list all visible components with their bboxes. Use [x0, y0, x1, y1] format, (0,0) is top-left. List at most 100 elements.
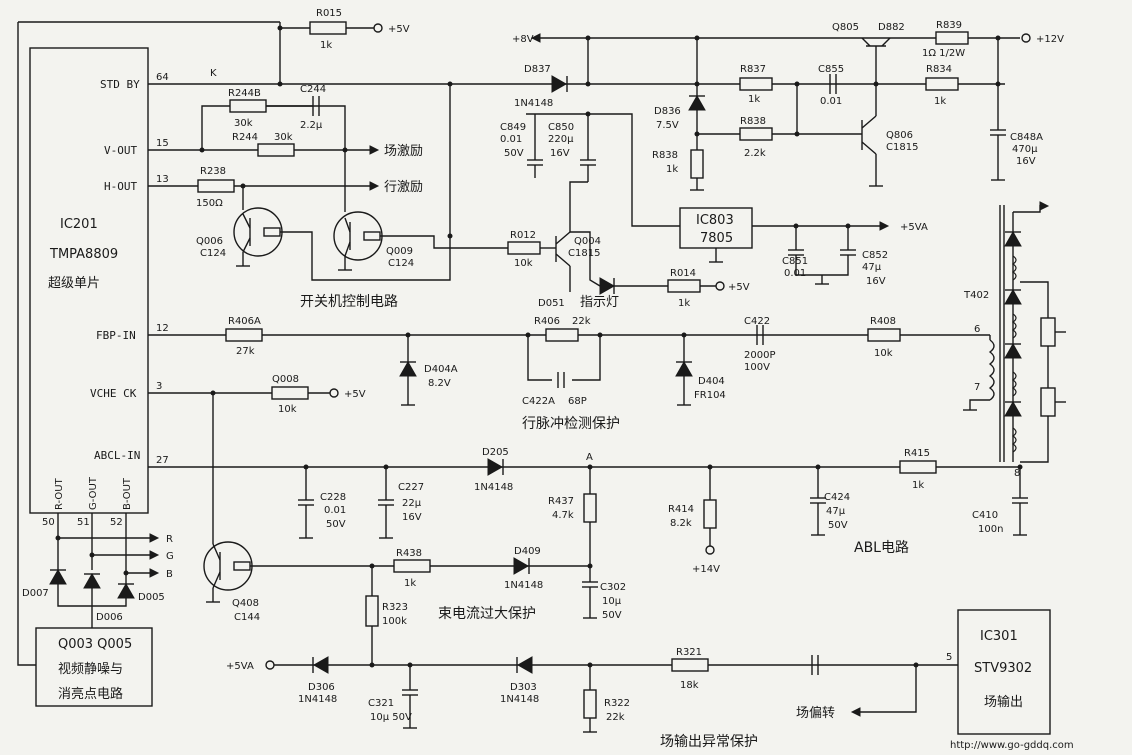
label-t402: T402	[963, 290, 989, 301]
ic803-model: 7805	[700, 231, 733, 246]
arrow-r	[149, 533, 160, 543]
q009-resistor	[363, 231, 381, 241]
value-r015: 1k	[320, 40, 332, 51]
junction	[123, 570, 129, 576]
q006-e	[242, 237, 251, 253]
label-8v: +8V	[512, 34, 534, 45]
junction	[55, 535, 61, 541]
arrow-vdrive	[369, 145, 380, 155]
label-q408: Q408	[232, 598, 259, 609]
label-c849: C849	[500, 122, 526, 133]
label-5va: +5VA	[900, 222, 928, 233]
value-c855: 0.01	[820, 96, 842, 107]
label-t402-pin7: 7	[974, 382, 980, 393]
resistor-r408	[867, 328, 901, 342]
label-d837: D837	[524, 64, 551, 75]
box-q003-line2: 视频静噪与	[58, 662, 123, 677]
junction	[277, 25, 283, 31]
junction	[694, 35, 700, 41]
zener-d404a	[399, 360, 417, 377]
pin-label-bout: B-OUT	[122, 477, 133, 510]
value-r839: 1Ω 1/2W	[922, 48, 965, 59]
label-r838-1k: R838	[652, 150, 678, 161]
label-t402-pin6: 6	[974, 324, 980, 335]
wire-hv-out	[1013, 205, 1041, 213]
q408-resistor	[233, 561, 251, 571]
value-r408: 10k	[874, 348, 893, 359]
label-5v-top: +5V	[388, 24, 410, 35]
terminal-r015-5v	[373, 23, 383, 33]
box-q003-q005	[35, 627, 153, 707]
label-c302: C321	[368, 698, 394, 709]
resistor-r838-1k	[690, 149, 704, 179]
q006-c	[242, 213, 251, 229]
label-5va-out: +5VA	[226, 661, 254, 672]
resistor-r322	[583, 689, 597, 719]
wire-q004-c	[569, 181, 588, 232]
arrow-hv	[1039, 201, 1050, 211]
junction	[587, 563, 593, 569]
junction	[585, 35, 591, 41]
label-c848a: C848A	[1010, 132, 1043, 143]
q408-c	[212, 543, 221, 561]
wire-to-ic803	[588, 113, 680, 227]
focus-pot-2	[1040, 387, 1056, 417]
junction	[585, 81, 591, 87]
label-r244b: R244B	[228, 88, 261, 99]
label-hdrive: 行激励	[384, 180, 423, 195]
label-d306: D306	[308, 682, 335, 693]
section-power: 开关机控制电路	[300, 294, 398, 310]
t402-primary	[988, 339, 995, 401]
diode-d006	[83, 572, 101, 589]
value-c422a: 68P	[568, 396, 587, 407]
terminal-5v-r014	[715, 281, 725, 291]
value-c410: 100n	[978, 524, 1003, 535]
node-k: K	[210, 68, 217, 79]
ic301-body	[957, 609, 1051, 735]
value-r414: 8.2k	[670, 518, 692, 529]
pin-label-abcl: ABCL-IN	[94, 449, 140, 462]
arrow-hdrive	[369, 181, 380, 191]
pin-num-51: 51	[77, 517, 90, 528]
ic301-desc: 场输出	[984, 694, 1023, 710]
junction	[89, 552, 95, 558]
value-r837: 1k	[748, 94, 760, 105]
junction	[369, 662, 375, 668]
arrow-g	[149, 550, 160, 560]
label-r322: R322	[604, 698, 630, 709]
q806-c	[861, 115, 877, 129]
value-r322: 22k	[606, 712, 625, 723]
value-r014: 1k	[678, 298, 690, 309]
value-q806: C1815	[886, 142, 918, 153]
label-vdrive: 场激励	[384, 144, 423, 159]
pin-num-12: 12	[156, 323, 169, 334]
label-q006: Q006	[196, 236, 223, 247]
value-d837: 1N4148	[514, 98, 553, 109]
label-c410: C410	[972, 510, 998, 521]
zener-d836	[688, 94, 706, 111]
ic301-model: STV9302	[974, 661, 1032, 676]
pin-label-vout: V-OUT	[104, 144, 137, 157]
value-q004: C1815	[568, 248, 600, 259]
label-c228: C228	[320, 492, 346, 503]
value-c851: 0.01	[784, 268, 806, 279]
label-c850: C850	[548, 122, 574, 133]
pin-label-gout: G-OUT	[88, 476, 99, 510]
t402-diode-1	[1004, 230, 1022, 247]
label-r438: R438	[396, 548, 422, 559]
section-abl: ABL电路	[854, 540, 909, 556]
value-q009: C124	[388, 258, 414, 269]
pin-num-27: 27	[156, 455, 169, 466]
label-q004: Q004	[574, 236, 601, 247]
label-r834: R834	[926, 64, 952, 75]
label-r014: R014	[670, 268, 696, 279]
junction	[277, 81, 283, 87]
label-r: R	[166, 534, 173, 545]
arrow-vdeflect	[850, 707, 861, 717]
junction	[199, 147, 205, 153]
diode-d205	[487, 458, 504, 476]
node-a: A	[586, 452, 593, 463]
pin-num-52: 52	[110, 517, 123, 528]
label-12v: +12V	[1036, 34, 1064, 45]
pin-label-rout: R-OUT	[54, 477, 65, 510]
